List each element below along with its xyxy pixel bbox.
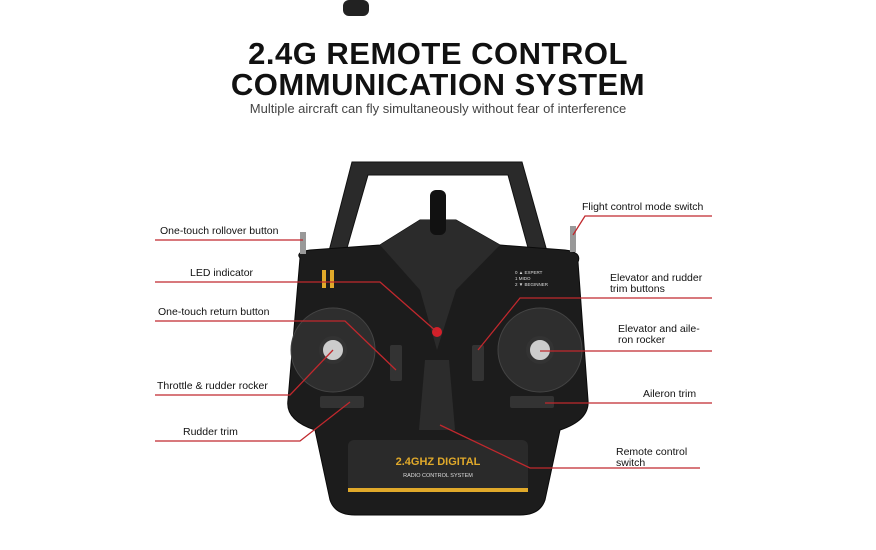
title-line-1: 2.4G REMOTE CONTROL (248, 36, 628, 71)
label-trim-buttons-1: Elevator and rudder (610, 272, 703, 284)
title-line-2: COMMUNICATION SYSTEM (230, 67, 646, 102)
left-vertical-trim[interactable] (390, 345, 402, 381)
aileron-trim-button[interactable] (510, 396, 554, 408)
brand-subtext: RADIO CONTROL SYSTEM (403, 473, 473, 479)
accent-stripe (330, 270, 334, 288)
callout-line-power-switch (439, 424, 700, 469)
rudder-trim-button[interactable] (320, 396, 364, 408)
right-vertical-trim[interactable] (472, 345, 484, 381)
label-rollover: One-touch rollover button (160, 225, 279, 237)
label-aileron-trim: Aileron trim (643, 388, 697, 400)
mode-label-beginner: 2 ▼ BEGINNER (515, 282, 549, 287)
label-trim-buttons-2: trim buttons (610, 283, 665, 295)
brand-panel (348, 440, 528, 492)
callout-line-rudder-trim (155, 401, 351, 442)
label-led: LED indicator (190, 267, 254, 279)
top-cable (343, 0, 369, 16)
brand-stripe (348, 488, 528, 492)
mode-label-expert: 0 ▲ EXPERT (515, 270, 543, 275)
label-return: One-touch return button (158, 306, 270, 318)
center-panel (380, 220, 500, 350)
label-elevator-rocker-2: ron rocker (618, 334, 666, 346)
callout-line-return (155, 320, 397, 371)
label-rudder-trim: Rudder trim (183, 426, 238, 438)
callout-line-led (155, 281, 438, 333)
label-throttle: Throttle & rudder rocker (157, 380, 268, 392)
rollover-button[interactable] (300, 232, 306, 254)
label-power-switch-2: switch (616, 457, 646, 469)
callout-line-throttle (155, 349, 334, 396)
brand-text: 2.4GHZ DIGITAL (396, 456, 481, 468)
mode-switch[interactable] (570, 226, 576, 252)
label-mode-switch: Flight control mode switch (582, 201, 704, 213)
label-elevator-rocker-1: Elevator and aile- (618, 323, 700, 335)
callout-line-mode-switch (572, 215, 712, 236)
mode-label-mido: 1 MIDO (515, 276, 531, 281)
label-power-switch-1: Remote control (616, 446, 688, 458)
power-switch[interactable] (419, 360, 455, 430)
subtitle: Multiple aircraft can fly simultaneously… (249, 101, 627, 116)
elevator-aileron-stick[interactable] (526, 336, 554, 364)
callout-line-trim-buttons (477, 297, 712, 351)
center-stick (430, 190, 446, 235)
accent-stripe (322, 270, 326, 288)
